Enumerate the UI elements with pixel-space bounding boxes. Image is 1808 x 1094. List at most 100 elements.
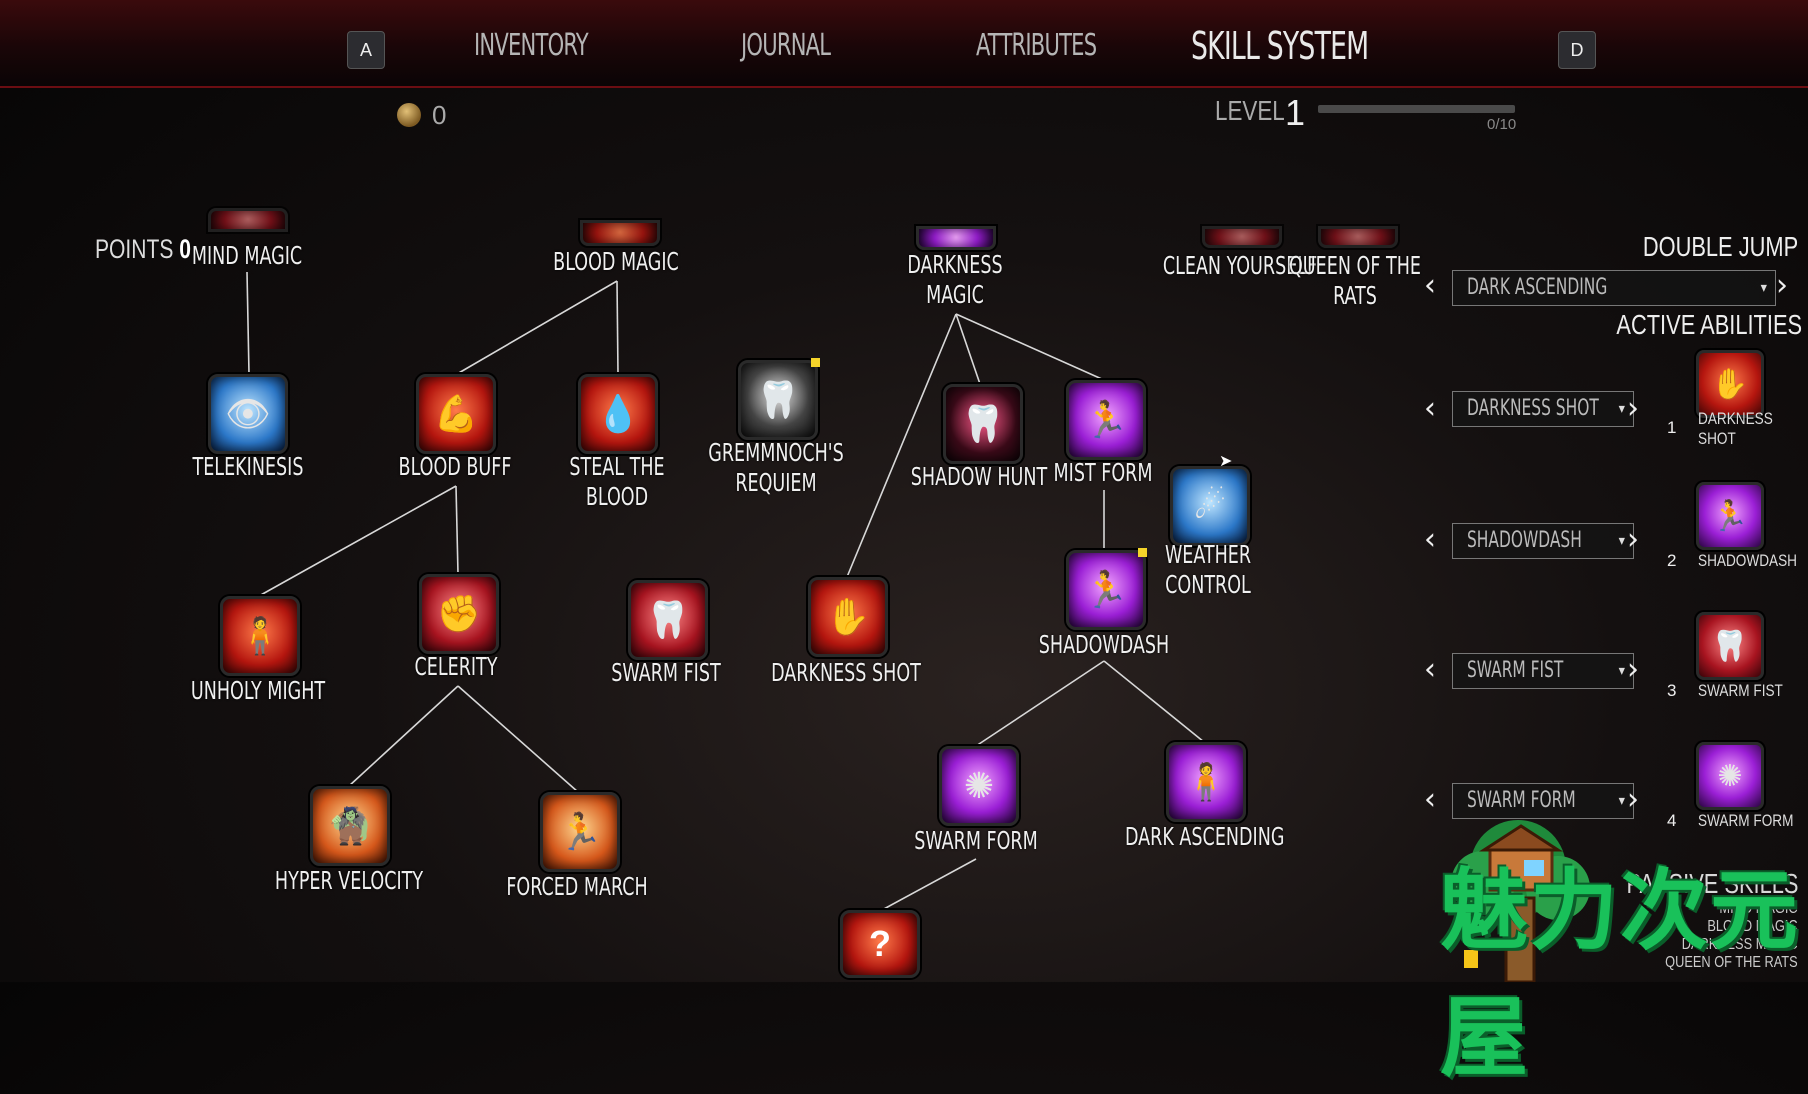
gremmnochs-requiem-icon[interactable]: 🦷 xyxy=(738,360,818,440)
slot-1-number: 1 xyxy=(1667,418,1677,437)
skill-dark-ascending: DARK ASCENDING xyxy=(1125,822,1285,851)
skill-tree-connections xyxy=(246,271,1205,911)
slot-2-number: 2 xyxy=(1667,551,1677,570)
new-skill-badge xyxy=(1138,548,1147,557)
tab-attributes[interactable]: ATTRIBUTES xyxy=(976,28,1097,63)
slot-2-prev-arrow[interactable]: ‹ xyxy=(1424,522,1436,557)
skill-swarm-fist: SWARM FIST xyxy=(611,658,721,687)
unknown-skill-label: ? xyxy=(869,923,891,964)
skill-blood-buff: BLOOD BUFF xyxy=(398,452,512,481)
slot-2-shadowdash-icon[interactable]: 🏃 xyxy=(1696,482,1764,550)
category-queen-of-the-rats: QUEEN OF THE RATS xyxy=(1289,251,1421,310)
passive-item: DARKNESS MAGIC xyxy=(1682,936,1798,953)
skill-celerity: CELERITY xyxy=(414,652,498,681)
slot-1-next-arrow[interactable]: › xyxy=(1627,391,1639,426)
double-jump-next-arrow[interactable]: › xyxy=(1776,268,1788,303)
mouse-cursor-icon: ➤ xyxy=(1219,453,1233,470)
xp-progress-bar xyxy=(1318,105,1515,113)
slot-4-swarm-form-icon[interactable]: ✺ xyxy=(1696,742,1764,810)
skill-unholy-might: UNHOLY MIGHT xyxy=(190,676,326,705)
telekinesis-icon[interactable]: 👁 xyxy=(208,374,288,454)
shadowdash-icon[interactable]: 🏃 xyxy=(1066,550,1146,630)
slot-1-prev-arrow[interactable]: ‹ xyxy=(1424,391,1436,426)
clean-yourself-icon[interactable] xyxy=(1202,226,1282,248)
double-jump-prev-arrow[interactable]: ‹ xyxy=(1424,268,1436,303)
slot-3-next-arrow[interactable]: › xyxy=(1627,652,1639,687)
new-skill-badge xyxy=(811,358,820,367)
mist-form-icon[interactable]: 🏃 xyxy=(1066,380,1146,460)
tab-journal[interactable]: JOURNAL xyxy=(741,28,831,63)
slot-1-darkness-shot-icon[interactable]: ✋ xyxy=(1696,350,1764,418)
question-mark-icon[interactable]: ? xyxy=(840,910,920,978)
blood-buff-icon[interactable]: 💪 xyxy=(416,374,496,454)
queen-rats-icon[interactable] xyxy=(1318,226,1398,248)
next-tab-key[interactable]: D xyxy=(1558,31,1596,69)
skill-shadow-hunt: SHADOW HUNT xyxy=(910,462,1048,491)
hyper-velocity-icon[interactable]: 🧌 xyxy=(310,786,390,866)
tab-skill-system[interactable]: SKILL SYSTEM xyxy=(1191,24,1369,68)
double-jump-label: DOUBLE JUMP xyxy=(1642,231,1798,262)
xp-text: 0/10 xyxy=(1487,116,1517,133)
skill-darkness-shot: DARKNESS SHOT xyxy=(771,658,921,687)
slot-3-prev-arrow[interactable]: ‹ xyxy=(1424,652,1436,687)
passive-item: MIND MAGIC xyxy=(1719,900,1798,917)
darkness-shot-icon[interactable]: ✋ xyxy=(808,577,888,657)
slot-4-prev-arrow[interactable]: ‹ xyxy=(1424,782,1436,817)
tab-inventory[interactable]: INVENTORY xyxy=(474,28,589,63)
points-value: 0 xyxy=(179,234,191,264)
swarm-form-icon[interactable]: ✺ xyxy=(939,746,1019,826)
category-mind-magic: MIND MAGIC xyxy=(191,241,303,270)
chevron-down-icon: ▾ xyxy=(1618,401,1625,417)
category-clean-yourself: CLEAN YOURSELF xyxy=(1162,251,1318,280)
slot-3-name: SWARM FIST xyxy=(1698,681,1783,700)
slot-2-select[interactable]: SHADOWDASH▾ xyxy=(1452,523,1634,559)
weather-control-icon[interactable]: ☄ xyxy=(1170,466,1250,546)
skill-telekinesis: TELEKINESIS xyxy=(192,452,304,481)
slot-4-next-arrow[interactable]: › xyxy=(1627,782,1639,817)
double-jump-value: DARK ASCENDING xyxy=(1467,275,1608,300)
level-value: 1 xyxy=(1285,92,1306,133)
currency-count: 0 xyxy=(432,100,447,130)
watermark-text: 魅力次元屋 xyxy=(1440,861,1801,1087)
slot-4-select[interactable]: SWARM FORM▾ xyxy=(1452,783,1634,819)
darkness-magic-icon[interactable] xyxy=(916,226,996,250)
skill-hyper-velocity: HYPER VELOCITY xyxy=(274,866,424,895)
category-blood-magic: BLOOD MAGIC xyxy=(553,247,679,276)
mind-magic-icon[interactable] xyxy=(208,208,288,232)
slot-2-name: SHADOWDASH xyxy=(1698,551,1797,570)
skill-swarm-form: SWARM FORM xyxy=(914,826,1038,855)
forced-march-icon[interactable]: 🏃 xyxy=(540,792,620,872)
chevron-down-icon: ▾ xyxy=(1760,280,1767,296)
skill-steal-the-blood: STEAL THE BLOOD xyxy=(569,452,665,511)
points-label: POINTS xyxy=(95,234,174,264)
slot-3-number: 3 xyxy=(1667,681,1677,700)
slot-1-name: DARKNESS SHOT xyxy=(1698,409,1773,448)
slot-3-select[interactable]: SWARM FIST ▾ xyxy=(1452,653,1634,689)
blood-magic-icon[interactable] xyxy=(580,220,660,246)
shadow-hunt-icon[interactable]: 🦷 xyxy=(943,384,1023,464)
slot-2-next-arrow[interactable]: › xyxy=(1627,522,1639,557)
swarm-fist-icon[interactable]: 🦷 xyxy=(628,580,708,660)
double-jump-select[interactable]: DARK ASCENDING ▾ xyxy=(1452,270,1776,306)
celerity-icon[interactable]: ✊ xyxy=(419,574,499,654)
slot-2-value: SHADOWDASH xyxy=(1467,528,1582,553)
top-nav-bar: A INVENTORY JOURNAL ATTRIBUTES SKILL SYS… xyxy=(0,0,1808,88)
slot-1-select[interactable]: DARKNESS SHOT▾ xyxy=(1452,391,1634,427)
slot-4-number: 4 xyxy=(1667,811,1677,830)
skill-shadowdash: SHADOWDASH xyxy=(1038,630,1170,659)
chevron-down-icon: ▾ xyxy=(1618,663,1625,679)
skill-gremmnochs-requiem: GREMMNOCH'S REQUIEM xyxy=(708,438,844,497)
unholy-might-icon[interactable]: 🧍 xyxy=(220,596,300,676)
coin-icon xyxy=(397,103,421,127)
slot-3-value: SWARM FIST xyxy=(1467,658,1564,683)
skill-weather-control: WEATHER CONTROL xyxy=(1164,540,1252,599)
active-abilities-label: ACTIVE ABILITIES xyxy=(1616,309,1802,340)
prev-tab-key[interactable]: A xyxy=(347,31,385,69)
passive-list: MIND MAGIC BLOOD MAGIC DARKNESS MAGIC QU… xyxy=(1665,900,1798,972)
skill-mist-form: MIST FORM xyxy=(1053,458,1153,487)
steal-the-blood-icon[interactable]: 💧 xyxy=(578,374,658,454)
passive-item: QUEEN OF THE RATS xyxy=(1665,954,1798,971)
treehouse-logo xyxy=(1451,820,1590,982)
dark-ascending-icon[interactable]: 🧍 xyxy=(1166,742,1246,822)
slot-3-swarm-fist-icon[interactable]: 🦷 xyxy=(1696,612,1764,680)
